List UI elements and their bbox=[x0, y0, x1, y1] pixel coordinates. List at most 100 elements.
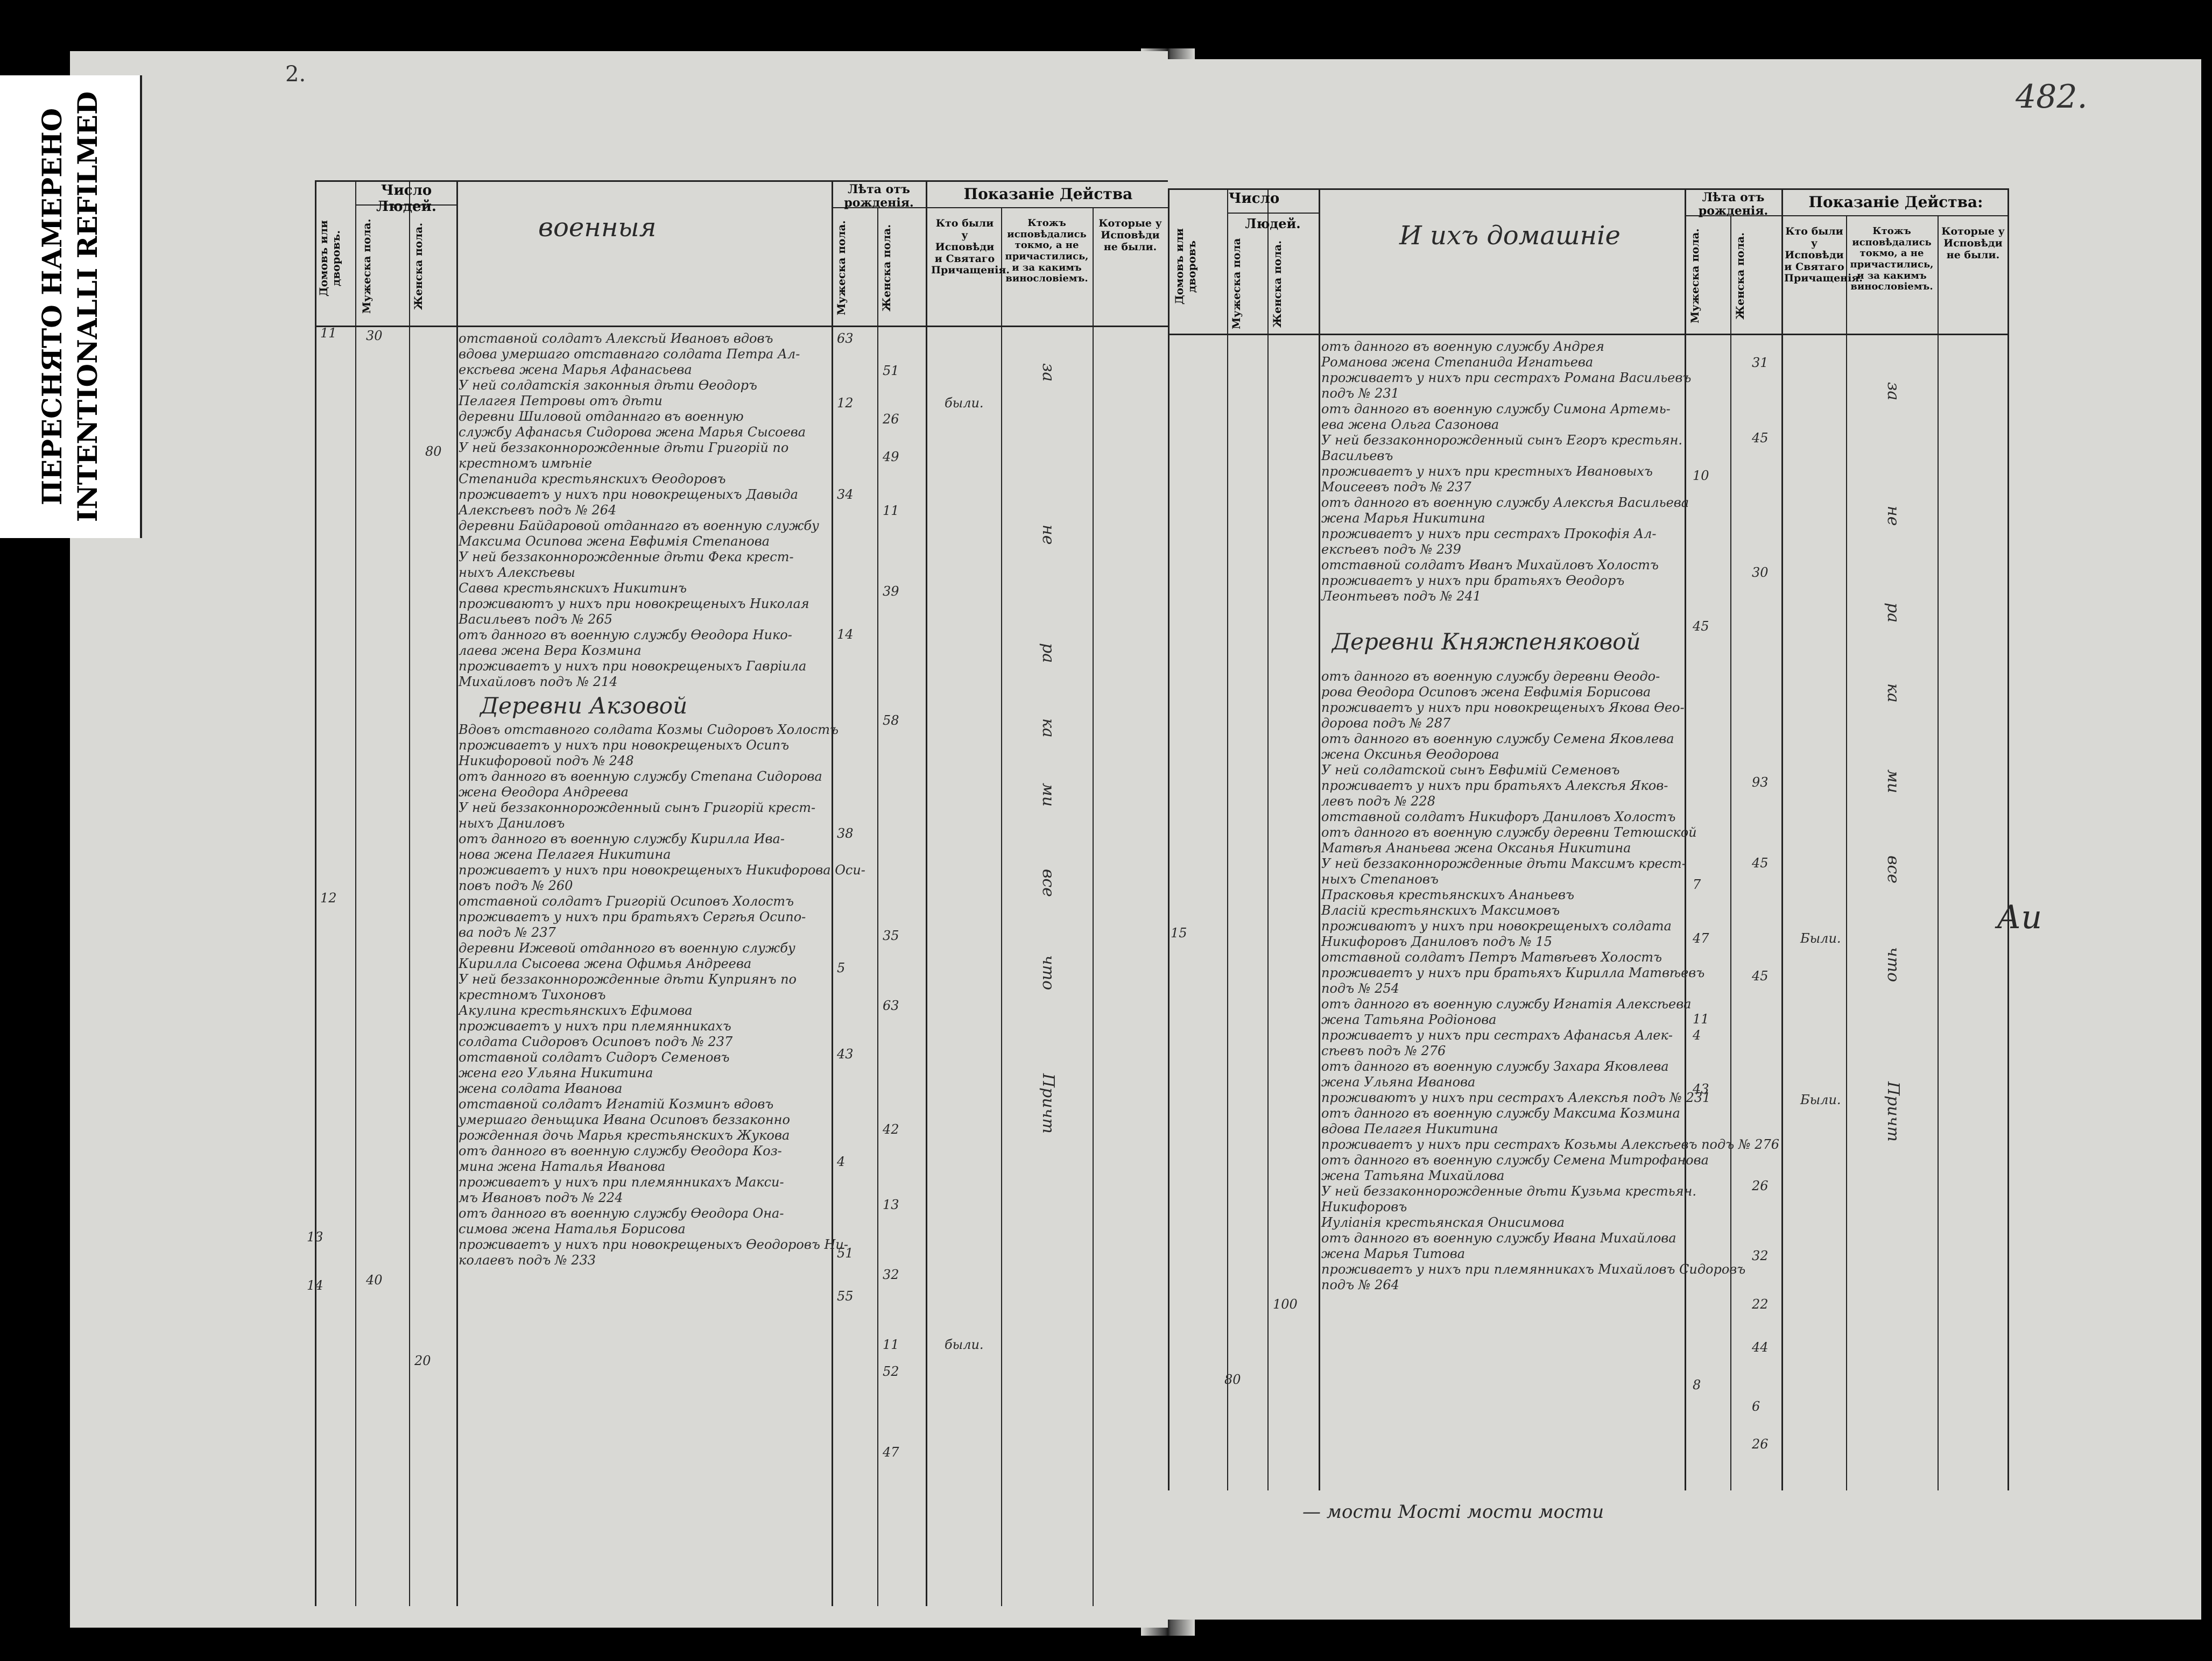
age-female: 45 bbox=[1752, 430, 1769, 446]
list-item: проживаетъ у нихъ при новокрещеныхъ Яков… bbox=[1321, 700, 1685, 715]
list-item: проживаетъ у нихъ при сестрахъ Козьмы Ал… bbox=[1321, 1137, 1779, 1152]
list-item: проживаетъ у нихъ при племянникахъ bbox=[459, 1019, 731, 1034]
list-item: левъ подъ № 228 bbox=[1321, 794, 1435, 809]
age-female: 11 bbox=[883, 503, 899, 518]
list-item: У ней беззаконнорожденные дѣти Куприянъ … bbox=[459, 972, 797, 987]
list-item: рова Ѳеодора Осиповъ жена Евфимія Борисо… bbox=[1321, 684, 1651, 699]
list-item: проживаетъ у нихъ при братьяхъ Алексѣя Я… bbox=[1321, 778, 1668, 793]
header-male: Мужеска пола. bbox=[360, 218, 373, 314]
list-item: Кирилла Сысоева жена Офимья Андреева bbox=[459, 956, 752, 971]
list-item: отъ данного въ военную службу Ивана Миха… bbox=[1321, 1231, 1676, 1246]
list-item: деревни Шиловой отданнаго въ военную bbox=[459, 409, 744, 424]
only-confessed-note: ми bbox=[1884, 769, 1903, 794]
age-female: 35 bbox=[883, 928, 899, 943]
page-number: 482. bbox=[2016, 78, 2088, 116]
list-item: отъ данного въ военную службу Алексѣя Ва… bbox=[1321, 495, 1689, 510]
list-item: отставной солдатъ Григорій Осиповъ Холос… bbox=[459, 894, 794, 909]
list-item: службу Афанасья Сидорова жена Марья Сысо… bbox=[459, 425, 806, 440]
age-male: 43 bbox=[837, 1047, 854, 1062]
section-title: И ихъ домашніе bbox=[1399, 221, 1621, 251]
header-age-female: Женска пола. bbox=[880, 224, 893, 312]
only-confessed-note: ра bbox=[1039, 643, 1058, 663]
header-actions: Показаніе Действа bbox=[963, 185, 1133, 203]
list-item: Степанида крестьянскихъ Ѳеодоровъ bbox=[459, 471, 726, 486]
list-item: ева жена Ольга Сазонова bbox=[1321, 417, 1499, 432]
list-item: Никифоровъ Даниловъ подъ № 15 bbox=[1321, 934, 1552, 949]
list-item: Иуліанія крестьянская Онисимова bbox=[1321, 1215, 1565, 1230]
age-female: 32 bbox=[1752, 1248, 1769, 1263]
were-at-mark: Были. bbox=[1800, 931, 1841, 946]
header-only-confessed: Ктожъ исповѣдались токмо, а не причастил… bbox=[1005, 217, 1089, 285]
list-item: Пелагея Петровы отъ дѣти bbox=[459, 393, 663, 408]
list-item: деревни Ижевой отданного въ военную служ… bbox=[459, 941, 795, 956]
age-female: 6 bbox=[1752, 1399, 1760, 1414]
list-item: Прасковья крестьянскихъ Ананьевъ bbox=[1321, 887, 1574, 902]
only-confessed-note: Причт bbox=[1039, 1073, 1058, 1134]
list-item: отъ данного въ военную службу Симона Арт… bbox=[1321, 401, 1671, 416]
age-female: 52 bbox=[883, 1364, 899, 1379]
age-male: 34 bbox=[837, 487, 854, 502]
age-female: 63 bbox=[883, 998, 899, 1013]
list-item: проживаетъ у нихъ при братьяхъ Ѳеодоръ bbox=[1321, 573, 1625, 588]
age-female: 39 bbox=[883, 584, 899, 599]
list-item: Акулина крестьянскихъ Ефимова bbox=[459, 1003, 693, 1018]
header-houses: Домовъ или дворовъ. bbox=[317, 220, 342, 296]
list-item: проживаетъ у нихъ при новокрещеныхъ Осип… bbox=[459, 738, 790, 753]
list-item: жена Марья Никитина bbox=[1321, 511, 1485, 526]
village-heading: Деревни Княжпеняковой bbox=[1332, 628, 1641, 655]
age-male: 4 bbox=[837, 1154, 846, 1169]
list-item: Никифоровой подъ № 248 bbox=[459, 753, 634, 768]
list-item: У ней беззаконнорожденные дѣти Максимъ к… bbox=[1321, 856, 1686, 871]
list-item: жена Оксинья Ѳеодорова bbox=[1321, 747, 1499, 762]
list-item: мина жена Наталья Иванова bbox=[459, 1159, 666, 1174]
age-male: 38 bbox=[837, 826, 854, 841]
age-male: 11 bbox=[1693, 1012, 1709, 1027]
house-number: 14 bbox=[307, 1278, 323, 1293]
list-item: крестномъ имѣніе bbox=[459, 456, 593, 471]
list-item: жена Ульяна Иванова bbox=[1321, 1075, 1476, 1090]
margin-note: Аи bbox=[1997, 899, 2042, 936]
age-female: 93 bbox=[1752, 775, 1769, 790]
stamp-line-english: INTENTIONALLI REFILMED bbox=[72, 91, 103, 522]
female-count: 80 bbox=[1224, 1372, 1241, 1387]
list-item: подъ № 231 bbox=[1321, 386, 1399, 401]
list-item: Леонтьевъ подъ № 241 bbox=[1321, 589, 1481, 604]
age-male: 5 bbox=[837, 960, 846, 976]
list-item: проживаютъ у нихъ при новокрещеныхъ Нико… bbox=[459, 596, 809, 611]
left-page: 2. Домовъ или дворовъ. Число Людей. Муже… bbox=[70, 51, 1168, 1628]
right-page: 482. Число Домовъ или дворовъ Людей. Муж… bbox=[1168, 59, 2201, 1620]
age-male: 47 bbox=[1693, 931, 1709, 946]
were-at-mark: были. bbox=[945, 395, 984, 411]
list-item: проживаетъ у нихъ при братьяхъ Сергѣя Ос… bbox=[459, 909, 806, 924]
header-female: Женска пола. bbox=[412, 222, 425, 310]
list-item: Моисеевъ подъ № 237 bbox=[1321, 479, 1471, 494]
left-entries-list: отставной солдатъ Алексѣй Ивановъ вдовъ … bbox=[459, 331, 865, 1268]
list-item: Матвѣя Ананьева жена Оксанья Никитина bbox=[1321, 840, 1631, 856]
list-item: жена Татьяна Родіонова bbox=[1321, 1012, 1497, 1027]
list-item: Михайловъ подъ № 214 bbox=[459, 674, 618, 689]
corner-mark: 2. bbox=[285, 62, 306, 87]
list-item: отъ данного въ военную службу Ѳеодора Ни… bbox=[459, 627, 792, 642]
list-item: проживаетъ у нихъ при новокрещеныхъ Ѳеод… bbox=[459, 1237, 848, 1252]
header-actions: Показаніе Действа: bbox=[1808, 193, 1983, 211]
list-item: дорова подъ № 287 bbox=[1321, 716, 1451, 731]
list-item: Алексѣевъ подъ № 264 bbox=[459, 503, 617, 518]
age-female: 26 bbox=[1752, 1178, 1769, 1193]
list-item: проживаютъ у нихъ при новокрещеныхъ солд… bbox=[1321, 918, 1672, 934]
only-confessed-note: ми bbox=[1039, 783, 1058, 807]
age-female: 47 bbox=[883, 1445, 899, 1460]
list-item: У ней беззаконнорожденный сынъ Григорій … bbox=[459, 800, 816, 815]
header-were-at-confession: Кто были у Исповѣди и Святаго Причащенія… bbox=[1784, 225, 1863, 285]
list-item: ныхъ Алексѣевы bbox=[459, 565, 575, 580]
list-item: У ней беззаконнорожденный сынъ Егоръ кре… bbox=[1321, 433, 1683, 448]
age-female: 26 bbox=[883, 412, 899, 427]
age-male: 14 bbox=[837, 627, 854, 642]
list-item: отставной солдатъ Алексѣй Ивановъ вдовъ bbox=[459, 331, 773, 346]
list-item: Никифоровъ bbox=[1321, 1199, 1407, 1214]
refilm-stamp: ПЕРЕСНЯТО НАМЕРЕНО INTENTIONALLI REFILME… bbox=[0, 75, 142, 538]
only-confessed-note: Причт bbox=[1884, 1082, 1903, 1142]
list-item: отъ данного въ военную службу деревни Ѳе… bbox=[1321, 669, 1660, 684]
male-count: 40 bbox=[366, 1273, 383, 1288]
age-male: 43 bbox=[1693, 1082, 1709, 1097]
list-item: проживаетъ у нихъ при сестрахъ Романа Ва… bbox=[1321, 370, 1692, 385]
